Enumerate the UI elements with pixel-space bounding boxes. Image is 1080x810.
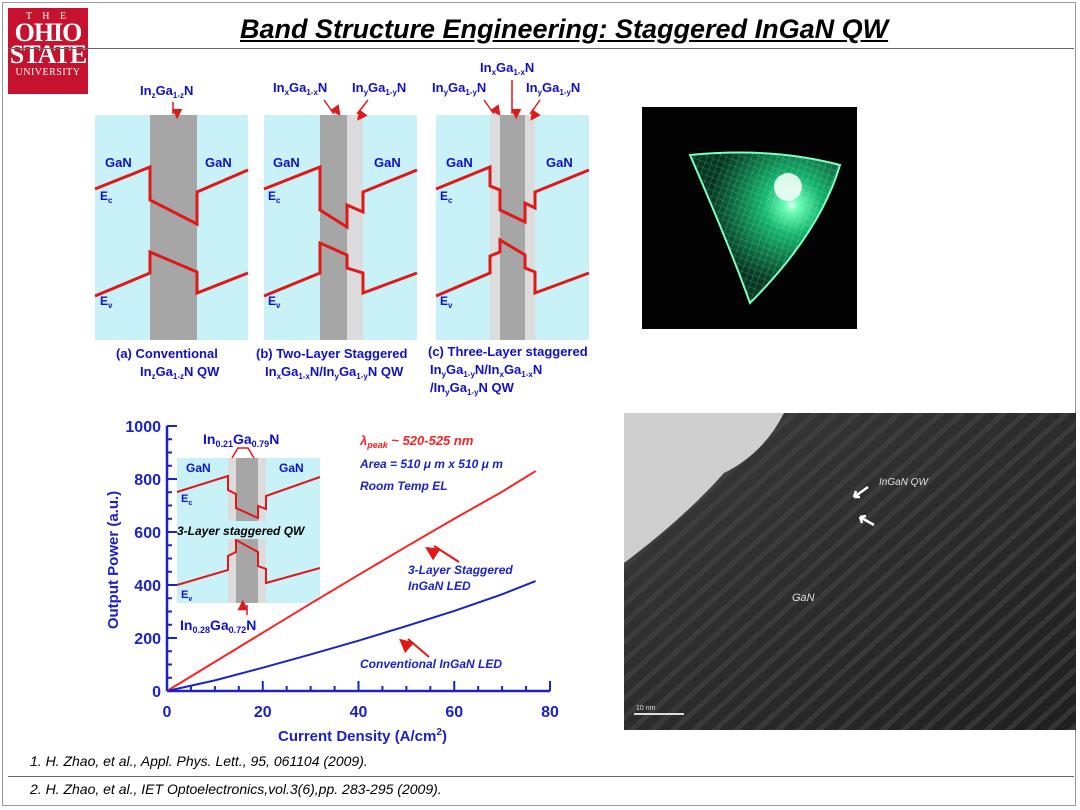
caption-c-line3: /InyGa1-yN QW: [430, 380, 515, 397]
annotation-area: Area = 510 μ m x 510 μ m: [359, 457, 503, 471]
x-axis-label: Current Density (A/cm2): [278, 727, 447, 745]
y-tick-label: 0: [152, 684, 161, 701]
annotation-peak: λpeak ~ 520-525 nm: [359, 433, 474, 450]
x-tick-label: 40: [350, 704, 368, 721]
label-staggered-line1: 3-Layer Staggered: [408, 563, 513, 577]
tem-cross-section-image: 10 nm InGaN QW GaN: [624, 413, 1076, 730]
inset-bottom-label: In0.28Ga0.72N: [180, 617, 256, 635]
a-well-label: InzGa1-zN: [140, 83, 193, 100]
inset-ec: Ec: [181, 493, 192, 507]
caption-b-line1: (b) Two-Layer Staggered: [256, 346, 408, 361]
led-emission-photo: [642, 107, 857, 329]
c-gan-right: GaN: [546, 155, 573, 170]
y-tick-label: 1000: [125, 419, 161, 436]
c-well-label-1: InyGa1-yN: [432, 80, 486, 97]
y-tick-label: 200: [134, 631, 161, 648]
a-gan-right: GaN: [205, 155, 232, 170]
tem-scale-bar-label: 10 nm: [636, 705, 656, 712]
label-staggered-line2: InGaN LED: [408, 579, 471, 593]
chart-inset-band-diagram: GaN GaN Ec Ev 3-Layer staggered QW In0.2…: [176, 431, 321, 635]
series-line-staggered: [166, 470, 537, 692]
caption-b-line2: InxGa1-xN/InyGa1-yN QW: [265, 364, 404, 381]
y-tick-label: 600: [134, 525, 161, 542]
c-well-label-2: InyGa1-yN: [526, 80, 580, 97]
title-underline-divider: [8, 48, 1074, 49]
caption-c-line2: InyGa1-yN/InxGa1-xN: [430, 362, 542, 379]
x-tick-label: 60: [445, 704, 463, 721]
band-diagram-conventional: GaN GaN Ec Ev InzGa1-zN: [94, 83, 249, 340]
b-well-label-2: InyGa1-yN: [352, 80, 406, 97]
inset-gan-right: GaN: [279, 461, 304, 475]
band-diagrams: GaN GaN Ec Ev InzGa1-zN GaN GaN Ec Ev In…: [94, 60, 590, 397]
caption-a-line1: (a) Conventional: [116, 346, 218, 361]
c-top-label: InxGa1-xN: [480, 60, 534, 77]
reference-2: 2. H. Zhao, et al., IET Optoelectronics,…: [30, 781, 442, 797]
c-gan-left: GaN: [446, 155, 473, 170]
y-tick-label: 400: [134, 578, 161, 595]
y-tick-label: 800: [134, 472, 161, 489]
inset-qw-label: 3-Layer staggered QW: [177, 524, 306, 538]
label-conventional: Conventional InGaN LED: [360, 657, 502, 671]
osu-logo: T H E OHIO STATE UNIVERSITY: [8, 8, 88, 94]
b-well-label-1: InxGa1-xN: [273, 80, 327, 97]
a-gan-left: GaN: [105, 155, 132, 170]
x-tick-label: 0: [163, 704, 172, 721]
caption-c-line1: (c) Three-Layer staggered: [428, 344, 588, 359]
series-line-conventional: [166, 580, 537, 692]
b-gan-right: GaN: [374, 155, 401, 170]
inset-ev: Ev: [181, 589, 192, 603]
band-diagram-three-layer: GaN GaN Ec Ev InxGa1-xN InyGa1-yN InyGa1…: [432, 60, 590, 340]
x-tick-label: 80: [541, 704, 559, 721]
caption-a-line2: InzGa1-zN QW: [140, 364, 220, 381]
chart-series: [166, 470, 537, 692]
inset-gan-left: GaN: [186, 461, 211, 475]
annotation-room-temp: Room Temp EL: [360, 479, 448, 493]
slide-title: Band Structure Engineering: Staggered In…: [240, 14, 889, 44]
x-tick-label: 20: [254, 704, 272, 721]
tem-label-gan: GaN: [792, 592, 815, 604]
y-axis-label: Output Power (a.u.): [105, 491, 122, 629]
reference-1: 1. H. Zhao, et al., Appl. Phys. Lett., 9…: [30, 753, 368, 769]
tem-label-ingan-qw: InGaN QW: [879, 477, 929, 488]
footer-divider: [8, 776, 1074, 777]
band-diagram-two-layer: GaN GaN Ec Ev InxGa1-xN InyGa1-yN: [263, 80, 418, 340]
inset-top-label: In0.21Ga0.79N: [203, 431, 279, 449]
b-gan-left: GaN: [273, 155, 300, 170]
